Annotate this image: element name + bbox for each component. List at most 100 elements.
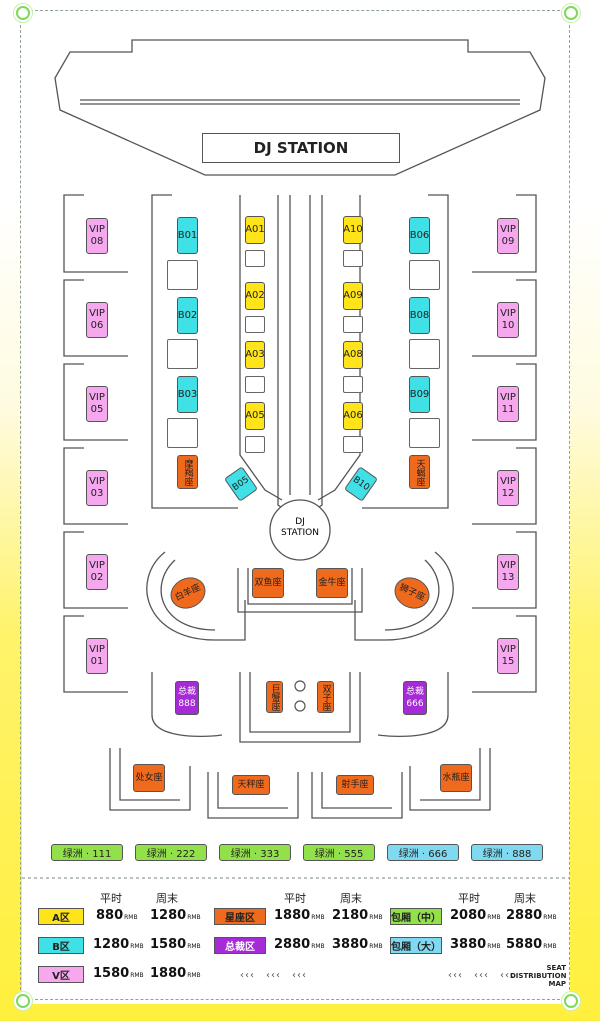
- empty-slot: [409, 418, 440, 448]
- legend-a-zone: A区: [38, 908, 84, 925]
- capricorn-seat[interactable]: 摩羯座: [177, 455, 198, 489]
- empty-slot: [245, 250, 265, 267]
- corner-dot: [564, 6, 578, 20]
- empty-slot: [409, 260, 440, 290]
- taurus-seat[interactable]: 金牛座: [316, 568, 348, 598]
- legend-weekday: 平时: [100, 892, 122, 905]
- legend-price: 5880RMB: [506, 937, 557, 952]
- arrow-ornament: ‹‹‹: [266, 970, 281, 981]
- empty-slot: [343, 250, 363, 267]
- legend-price: 1880RMB: [274, 908, 325, 923]
- b-seat[interactable]: B02: [177, 297, 198, 334]
- cancer-seat[interactable]: 巨蟹座: [266, 681, 283, 713]
- legend-price: 1280RMB: [93, 937, 144, 952]
- legend-price: 3880RMB: [450, 937, 501, 952]
- b-seat[interactable]: B08: [409, 297, 430, 334]
- legend-box-large: 包厢（大）: [390, 937, 442, 954]
- empty-slot: [245, 316, 265, 333]
- arrow-ornament: ‹‹‹: [292, 970, 307, 981]
- map-label-line: DISTRIBUTION: [510, 972, 567, 980]
- a-seat[interactable]: A05: [245, 402, 265, 430]
- legend-weekend: 周末: [340, 892, 362, 905]
- booth-888[interactable]: 绿洲 · 888: [471, 844, 543, 861]
- legend-price: 2180RMB: [332, 908, 383, 923]
- legend-weekday: 平时: [458, 892, 480, 905]
- dj-booth-label: DJ STATION: [270, 517, 330, 539]
- dj-booth-line1: DJ: [295, 517, 305, 527]
- a-seat[interactable]: A10: [343, 216, 363, 244]
- legend-v-zone: V区: [38, 966, 84, 983]
- legend-star-zone: 星座区: [214, 908, 266, 925]
- legend-b-zone: B区: [38, 937, 84, 954]
- legend-weekend: 周末: [514, 892, 536, 905]
- empty-slot: [167, 418, 198, 448]
- arrow-ornament: ‹‹‹: [474, 970, 489, 981]
- dj-booth-line2: STATION: [281, 528, 319, 538]
- empty-slot: [167, 260, 198, 290]
- a-seat[interactable]: A03: [245, 341, 265, 369]
- seat-distribution-map-label: SEAT DISTRIBUTION MAP: [510, 964, 566, 988]
- booth-333[interactable]: 绿洲 · 333: [219, 844, 291, 861]
- map-label-line: MAP: [548, 980, 566, 988]
- b-seat[interactable]: B06: [409, 217, 430, 254]
- empty-slot: [343, 376, 363, 393]
- booth-222[interactable]: 绿洲 · 222: [135, 844, 207, 861]
- a-seat[interactable]: A02: [245, 282, 265, 310]
- empty-slot: [343, 316, 363, 333]
- corner-dot: [16, 994, 30, 1008]
- empty-slot: [245, 436, 265, 453]
- stage-title: DJ STATION: [202, 133, 400, 163]
- a-seat[interactable]: A06: [343, 402, 363, 430]
- pisces-seat[interactable]: 双鱼座: [252, 568, 284, 598]
- arrow-ornament: ‹‹‹: [240, 970, 255, 981]
- aquarius-seat[interactable]: 水瓶座: [440, 764, 472, 792]
- corner-dot: [16, 6, 30, 20]
- legend-price: 2080RMB: [450, 908, 501, 923]
- legend-price: 880RMB: [96, 908, 138, 923]
- b-seat[interactable]: B03: [177, 376, 198, 413]
- a-seat[interactable]: A08: [343, 341, 363, 369]
- empty-slot: [409, 339, 440, 369]
- libra-seat[interactable]: 天秤座: [232, 775, 270, 795]
- arrow-ornament: ‹‹‹: [500, 970, 515, 981]
- empty-slot: [167, 339, 198, 369]
- legend-boss-zone: 总裁区: [214, 937, 266, 954]
- booth-111[interactable]: 绿洲 · 111: [51, 844, 123, 861]
- dashed-frame: [20, 10, 570, 1000]
- legend-price: 3880RMB: [332, 937, 383, 952]
- empty-slot: [245, 376, 265, 393]
- scorpio-seat[interactable]: 天蝎座: [409, 455, 430, 489]
- b-seat[interactable]: B09: [409, 376, 430, 413]
- a-seat[interactable]: A01: [245, 216, 265, 244]
- legend-price: 1580RMB: [150, 937, 201, 952]
- sagittarius-seat[interactable]: 射手座: [336, 775, 374, 795]
- legend-weekend: 周末: [156, 892, 178, 905]
- empty-slot: [343, 436, 363, 453]
- dj-booth-circle: [269, 499, 331, 561]
- legend-box-medium: 包厢（中）: [390, 908, 442, 925]
- booth-666[interactable]: 绿洲 · 666: [387, 844, 459, 861]
- legend-price: 2880RMB: [274, 937, 325, 952]
- b-seat[interactable]: B01: [177, 217, 198, 254]
- a-seat[interactable]: A09: [343, 282, 363, 310]
- legend-price: 1280RMB: [150, 908, 201, 923]
- corner-dot: [564, 994, 578, 1008]
- gemini-seat[interactable]: 双子座: [317, 681, 334, 713]
- booth-555[interactable]: 绿洲 · 555: [303, 844, 375, 861]
- virgo-seat[interactable]: 处女座: [133, 764, 165, 792]
